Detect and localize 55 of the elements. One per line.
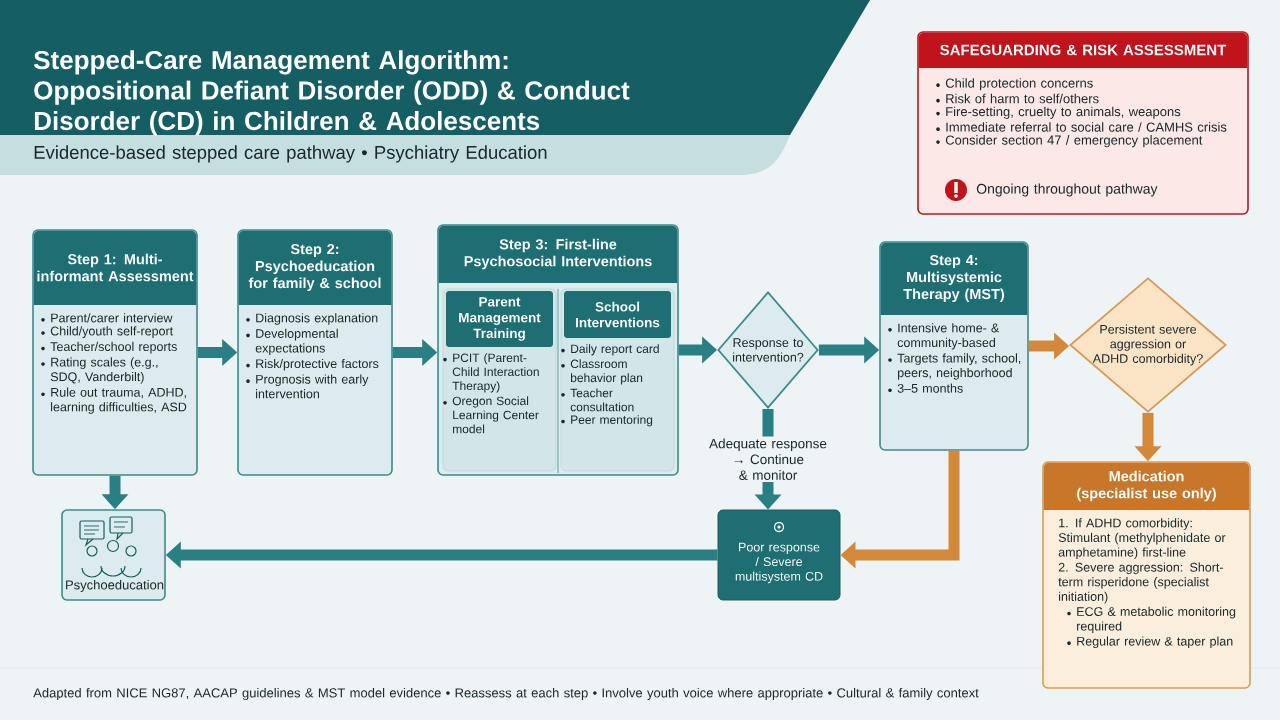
bullet-item: 3–5 months	[888, 383, 963, 393]
box-heading: Step 3: First-line Psychosocial Interventions	[464, 238, 652, 270]
step-box	[879, 241, 1029, 451]
footer-note: Adapted from NICE NG87, AACAP guidelines & MST model evidence • Reassess at each step • Involve youth voice where appropriate • Cultural & family context	[33, 687, 979, 701]
edge-label: Adequate response → Continue & monitor	[702, 436, 834, 482]
bullet-item: Parent/carer interview	[41, 313, 173, 323]
box-heading: Step 1: Multi-informant Assessment	[37, 253, 194, 282]
decision-text: Response to intervention?	[733, 338, 804, 362]
bullet-item: Rating scales (e.g., SDQ, Vanderbilt)	[41, 357, 158, 384]
decision-diamond	[1069, 277, 1227, 413]
bullet-item: Risk/protective factors	[246, 358, 379, 371]
bullet-item: Consider section 47 / emergency placement	[936, 135, 1203, 148]
sub-panel	[442, 288, 557, 472]
bullet-item: Child/youth self-report	[41, 326, 174, 338]
bullet-item: PCIT (Parent-Child Interaction Therapy)	[443, 353, 539, 393]
medication-box	[1042, 461, 1251, 689]
bullet-item: ECG & metabolic monitoring required	[1067, 606, 1236, 634]
decision-diamond	[717, 291, 819, 409]
alert-box	[917, 31, 1249, 215]
bullet-item: Rule out trauma, ADHD, learning difficulties, ASD	[41, 387, 187, 414]
bullet-item: Daily report card	[561, 344, 659, 356]
step-box	[32, 229, 198, 476]
bullet-item: Regular review & taper plan	[1067, 636, 1233, 649]
outcome-box	[717, 509, 841, 601]
bullet-item: Developmental expectations	[246, 328, 338, 355]
bullet-item: Teacher consultation	[561, 388, 634, 412]
sub-panel	[560, 288, 675, 472]
bullet-item: Diagnosis explanation	[246, 313, 378, 325]
box-heading: Parent Management Training	[459, 297, 541, 341]
list-item: 1. If ADHD comorbidity: Stimulant (methylphenidate or amphetamine) first-line	[1058, 518, 1226, 560]
note-text: Ongoing throughout pathway	[976, 183, 1158, 197]
box-heading: Step 4: Multisystemic Therapy (MST)	[903, 254, 1005, 303]
bullet-item: Teacher/school reports	[41, 341, 177, 354]
box-heading: School Interventions	[576, 301, 660, 328]
step-box	[237, 229, 393, 476]
icon-caption: Psychoeducation	[66, 579, 164, 593]
box-heading: Medication (specialist use only)	[1077, 470, 1216, 502]
bullet-item: Immediate referral to social care / CAMHS crisis	[936, 122, 1227, 132]
bullet-item: Prognosis with early intervention	[246, 374, 369, 399]
box-text: Poor response / Severe multisystem CD	[735, 542, 823, 584]
list-item: 2. Severe aggression: Short-term risperidone (specialist initiation)	[1058, 562, 1223, 604]
bullet-item: Classroom behavior plan	[561, 359, 643, 385]
bullet-item: Oregon Social Learning Center model	[443, 396, 539, 434]
subtitle: Evidence-based stepped care pathway • Psychiatry Education	[34, 145, 547, 163]
bullet-item: Risk of harm to self/others	[936, 93, 1099, 104]
box-heading: Step 2: Psychoeducation for family & school	[248, 243, 381, 292]
bullet-item: Peer mentoring	[561, 415, 653, 427]
bullet-item: Fire-setting, cruelty to animals, weapons	[936, 106, 1181, 119]
bullet-item: Intensive home- & community-based	[888, 323, 1000, 350]
title: Stepped-Care Management Algorithm: Oppositional Defiant Disorder (ODD) & Conduct Disorder (CD) in Children & Adolescents	[33, 50, 630, 136]
bullet-item: Child protection concerns	[936, 78, 1093, 91]
decision-text: Persistent severe aggression or ADHD comorbidity?	[1092, 324, 1203, 366]
bullet-item: Targets family, school, peers, neighborhood	[888, 353, 1021, 380]
icon-box	[61, 509, 166, 601]
box-heading: SAFEGUARDING & RISK ASSESSMENT	[940, 44, 1227, 56]
